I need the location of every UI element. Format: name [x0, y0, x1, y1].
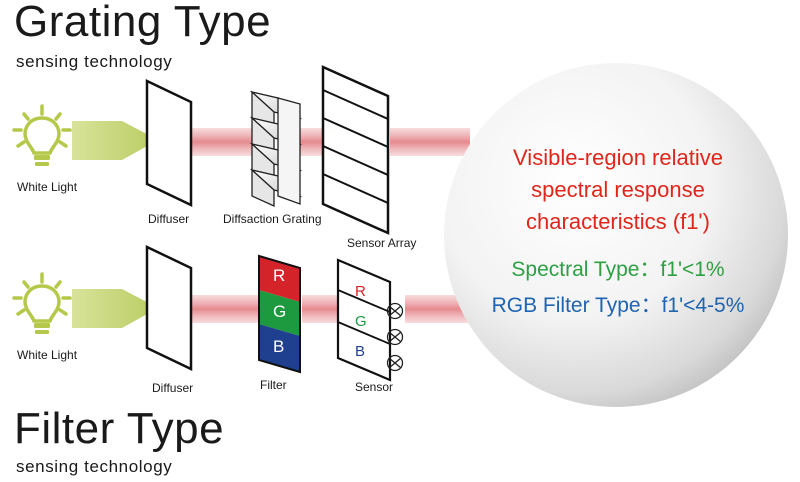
- spectral-type-text: Spectral Type：f1'<1%: [511, 258, 725, 281]
- sensor-bottom: [336, 258, 392, 382]
- sensor-letter-g: G: [355, 313, 367, 330]
- filter-diffuser-label: Diffuser: [152, 381, 194, 395]
- grating-title: Grating Type: [14, 0, 272, 46]
- sensor-letter-r: R: [355, 283, 366, 300]
- beam-top-3: [390, 128, 470, 156]
- bulb-icon-top: [12, 104, 72, 166]
- sensor-array-label: Sensor Array: [347, 236, 417, 250]
- circle-line-1: Visible-region relative: [513, 145, 723, 170]
- light-beam-top: [72, 121, 158, 160]
- sensor-label: Sensor: [355, 380, 394, 394]
- sensor-array: [321, 65, 390, 235]
- diffuser-top: [145, 79, 193, 207]
- filter-light-label: White Light: [17, 348, 78, 362]
- filter-letter-r: R: [273, 266, 286, 285]
- light-beam-bottom: [72, 289, 158, 328]
- grating-diffuser-label: Diffuser: [148, 212, 190, 226]
- beam-bottom-1: [192, 295, 258, 323]
- sensor-letter-b: B: [355, 343, 366, 360]
- grating-label: Diffsaction Grating: [223, 212, 322, 226]
- spectral-circle: [444, 63, 788, 407]
- rgb-filter: [258, 254, 301, 374]
- circle-line-2: spectral response: [531, 177, 705, 202]
- diffuser-bottom: [145, 245, 193, 371]
- filter-letter-g: G: [273, 302, 287, 321]
- filter-title: Filter Type: [14, 404, 225, 453]
- photodiode-icons: [386, 302, 404, 372]
- beam-top-1: [190, 128, 260, 156]
- diffraction-grating: [249, 90, 303, 208]
- filter-subtitle: sensing technology: [16, 457, 173, 476]
- grating-light-label: White Light: [17, 180, 78, 194]
- beam-bottom-2: [302, 295, 338, 323]
- grating-subtitle: sensing technology: [16, 52, 173, 71]
- bulb-icon-bottom: [12, 272, 72, 334]
- filter-letter-b: B: [273, 337, 285, 356]
- circle-line-3: characteristics (f1'): [526, 209, 710, 234]
- filter-label: Filter: [260, 378, 287, 392]
- rgb-filter-type-text: RGB Filter Type：f1'<4-5%: [491, 294, 745, 317]
